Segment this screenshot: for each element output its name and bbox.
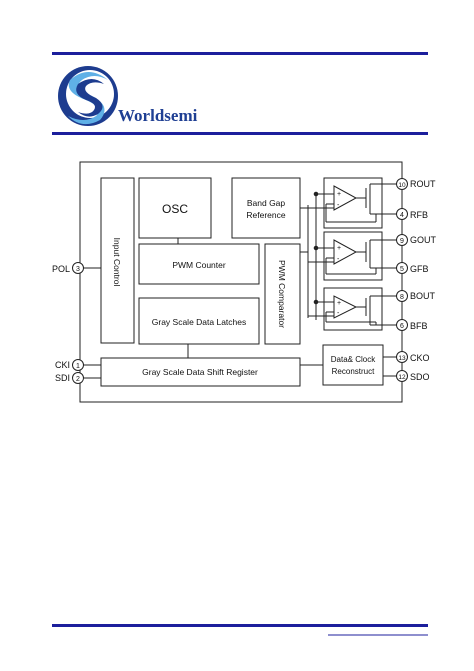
pin-pol-number: 3 xyxy=(76,266,80,273)
pin-bout-number: 8 xyxy=(400,294,404,301)
brand-name: Worldsemi xyxy=(118,106,198,125)
latches-block xyxy=(138,297,260,345)
amp-blue xyxy=(333,295,358,319)
pin-rfb: 4 RFB xyxy=(396,208,428,220)
driver-red xyxy=(313,177,398,229)
input-control-block xyxy=(100,177,135,344)
amp-green-plus: + xyxy=(337,245,341,252)
pin-cko-number: 13 xyxy=(398,355,406,362)
osc-block xyxy=(138,177,212,239)
bandgap-label-line2: Reference xyxy=(246,210,285,220)
reconstruct-label-line1: Data& Clock xyxy=(331,355,376,364)
chip-outline xyxy=(79,161,403,403)
page-header: Worldsemi xyxy=(52,52,428,135)
worldsemi-logo: Worldsemi xyxy=(58,66,198,126)
latches-label: Gray Scale Data Latches xyxy=(152,317,247,327)
pin-cko-name: CKO xyxy=(410,353,430,363)
pin-sdi-number: 2 xyxy=(76,376,80,383)
amp-green-minus: - xyxy=(337,256,340,263)
pin-pol: 3 POL xyxy=(52,262,84,274)
pin-gout-number: 9 xyxy=(400,238,404,245)
pin-sdo-name: SDO xyxy=(410,372,430,382)
amp-blue-plus: + xyxy=(337,300,341,307)
pins: 3 POL 1 CKI 2 SDI 10 ROUT 4 RFB 9 GOUT xyxy=(52,178,437,384)
pin-cki-number: 1 xyxy=(76,363,80,370)
pin-pol-name: POL xyxy=(52,264,70,274)
pin-rout-name: ROUT xyxy=(410,179,436,189)
header-top-rule xyxy=(52,52,428,55)
pin-bout: 8 BOUT xyxy=(396,290,436,302)
footer-rule xyxy=(52,624,428,627)
reconstruct-label-line2: Reconstruct xyxy=(332,367,375,376)
amp-green xyxy=(333,239,358,265)
pwm-comparator-label: PWM Comparator xyxy=(277,260,287,328)
pin-gout: 9 GOUT xyxy=(396,234,437,246)
pin-bfb-name: BFB xyxy=(410,321,428,331)
pin-bfb: 6 BFB xyxy=(396,319,428,331)
pwm-counter-block xyxy=(138,243,260,285)
amp-signs: + - + - + - xyxy=(337,191,341,317)
pin-cko: 13 CKO xyxy=(396,351,430,363)
pin-gfb-name: GFB xyxy=(410,264,429,274)
block-diagram xyxy=(79,161,403,403)
pin-rout: 10 ROUT xyxy=(396,178,436,190)
amp-blue-minus: - xyxy=(337,310,340,317)
header-bottom-rule xyxy=(52,132,428,135)
pin-sdi-name: SDI xyxy=(55,373,70,383)
pin-sdo-number: 12 xyxy=(398,374,406,381)
shift-register-block xyxy=(100,357,301,387)
pin-gout-name: GOUT xyxy=(410,235,437,245)
shift-register-label: Gray Scale Data Shift Register xyxy=(142,367,258,377)
pin-rfb-number: 4 xyxy=(400,212,404,219)
input-control-label: Input Control xyxy=(112,238,122,287)
pin-bout-name: BOUT xyxy=(410,291,436,301)
bandgap-label-line1: Band Gap xyxy=(247,198,286,208)
amp-red-minus: - xyxy=(337,202,340,209)
block-labels: Input Control OSC Band Gap Reference PWM… xyxy=(112,198,376,377)
pwm-counter-label: PWM Counter xyxy=(172,260,226,270)
driver-green xyxy=(313,231,398,281)
amp-red-plus: + xyxy=(337,191,341,198)
pwm-comparator-block xyxy=(264,243,301,345)
amp-red xyxy=(333,185,358,211)
pin-gfb: 5 GFB xyxy=(396,262,429,274)
pin-bfb-number: 6 xyxy=(400,323,404,330)
pin-sdi: 2 SDI xyxy=(55,372,84,384)
pin-cki: 1 CKI xyxy=(55,359,84,371)
osc-label: OSC xyxy=(162,202,188,216)
driver-blue xyxy=(313,287,398,331)
pin-gfb-number: 5 xyxy=(400,266,404,273)
pin-rout-number: 10 xyxy=(398,182,406,189)
pin-sdo: 12 SDO xyxy=(396,370,430,382)
pin-rfb-name: RFB xyxy=(410,210,428,220)
pin-cki-name: CKI xyxy=(55,360,70,370)
